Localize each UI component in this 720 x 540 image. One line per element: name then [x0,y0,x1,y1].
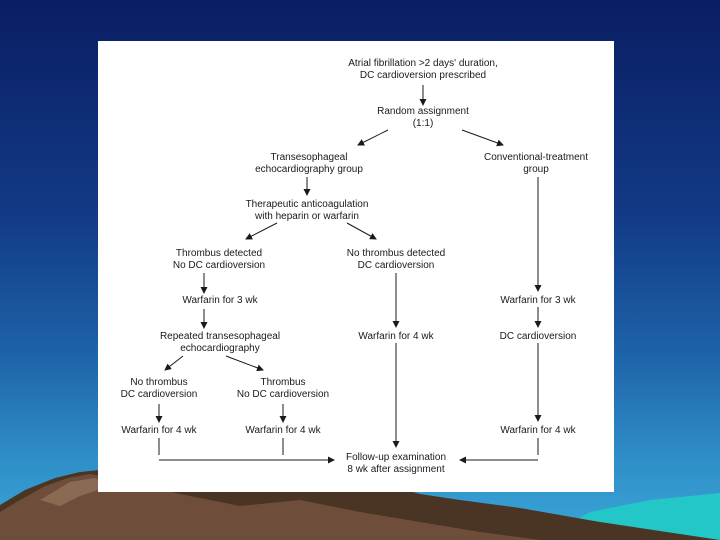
node-tee-group: Transesophageal echocardiography group [255,152,363,176]
node-thrombus-detected: Thrombus detected No DC cardioversion [173,248,265,272]
node-anticoag-line2: with heparin or warfarin [255,211,359,222]
node-rep-thrombus-line2: No DC cardioversion [236,389,330,400]
node-conv-line2: group [523,164,549,175]
node-thrombus-line1: Thrombus detected [175,248,263,259]
arrow-repeat-to-no-thrombus [164,355,184,371]
node-followup: Follow-up examination 8 wk after assignm… [346,452,446,476]
node-warfarin-4wk-b: Warfarin for 4 wk [245,425,320,437]
node-warfarin4-a-line1: Warfarin for 4 wk [121,425,197,436]
arrow-anticoag-to-nothrombus [346,222,377,240]
node-warfarin-4wk-right: Warfarin for 4 wk [500,425,575,437]
node-rep-no-thrombus-line1: No thrombus [130,377,188,388]
node-no-thrombus-line1: No thrombus detected [346,248,446,259]
flowchart-panel: Atrial fibrillation >2 days' duration, D… [98,41,614,492]
node-anticoagulation: Therapeutic anticoagulation with heparin… [246,199,369,223]
node-tee-line2: echocardiography group [255,164,363,175]
node-warfarin-3wk-left: Warfarin for 3 wk [182,295,257,307]
node-warfarin4-right-line1: Warfarin for 4 wk [500,425,576,436]
node-repeated-tee: Repeated transesophageal echocardiograph… [160,331,280,355]
node-random-line2: (1:1) [412,118,434,129]
mountain-highlight [40,478,110,506]
node-followup-line1: Follow-up examination [345,452,447,463]
arrow-repeat-to-thrombus [225,355,264,372]
node-dc-line1: DC cardioversion [499,331,577,342]
node-warfarin4-mid-line1: Warfarin for 4 wk [358,331,434,342]
node-random-assignment: Random assignment (1:1) [377,106,469,130]
node-anticoag-line1: Therapeutic anticoagulation [245,199,369,210]
node-random-line1: Random assignment [377,106,469,117]
node-no-thrombus-line2: DC cardioversion [357,260,435,271]
node-warfarin-4wk-a: Warfarin for 4 wk [121,425,196,437]
node-thrombus-line2: No DC cardioversion [172,260,266,271]
node-dc-cardioversion: DC cardioversion [500,331,577,343]
node-conv-line1: Conventional-treatment [484,152,588,163]
node-warfarin4-b-line1: Warfarin for 4 wk [245,425,321,436]
node-warfarin3-right-line1: Warfarin for 3 wk [500,295,576,306]
node-warfarin3-left-line1: Warfarin for 3 wk [182,295,258,306]
node-start-line1: Atrial fibrillation >2 days' duration, [348,58,498,69]
arrow-random-to-tee [357,129,389,146]
node-repeat-line2: echocardiography [180,343,260,354]
node-tee-line1: Transesophageal [270,152,348,163]
node-rep-thrombus-line1: Thrombus [260,377,306,388]
node-followup-line2: 8 wk after assignment [347,464,445,475]
node-warfarin-3wk-right: Warfarin for 3 wk [500,295,575,307]
arrow-random-to-conv [461,129,504,147]
arrow-anticoag-to-thrombus [245,222,278,240]
node-repeat-thrombus: Thrombus No DC cardioversion [237,377,329,401]
node-rep-no-thrombus-line2: DC cardioversion [120,389,198,400]
node-repeat-line1: Repeated transesophageal [159,331,281,342]
node-no-thrombus-detected: No thrombus detected DC cardioversion [347,248,445,272]
node-warfarin-4wk-middle: Warfarin for 4 wk [358,331,433,343]
node-conventional-group: Conventional-treatment group [484,152,588,176]
node-start: Atrial fibrillation >2 days' duration, D… [348,58,498,82]
node-start-line2: DC cardioversion prescribed [359,70,487,81]
flowchart-connectors [155,85,542,464]
node-repeat-no-thrombus: No thrombus DC cardioversion [121,377,198,401]
